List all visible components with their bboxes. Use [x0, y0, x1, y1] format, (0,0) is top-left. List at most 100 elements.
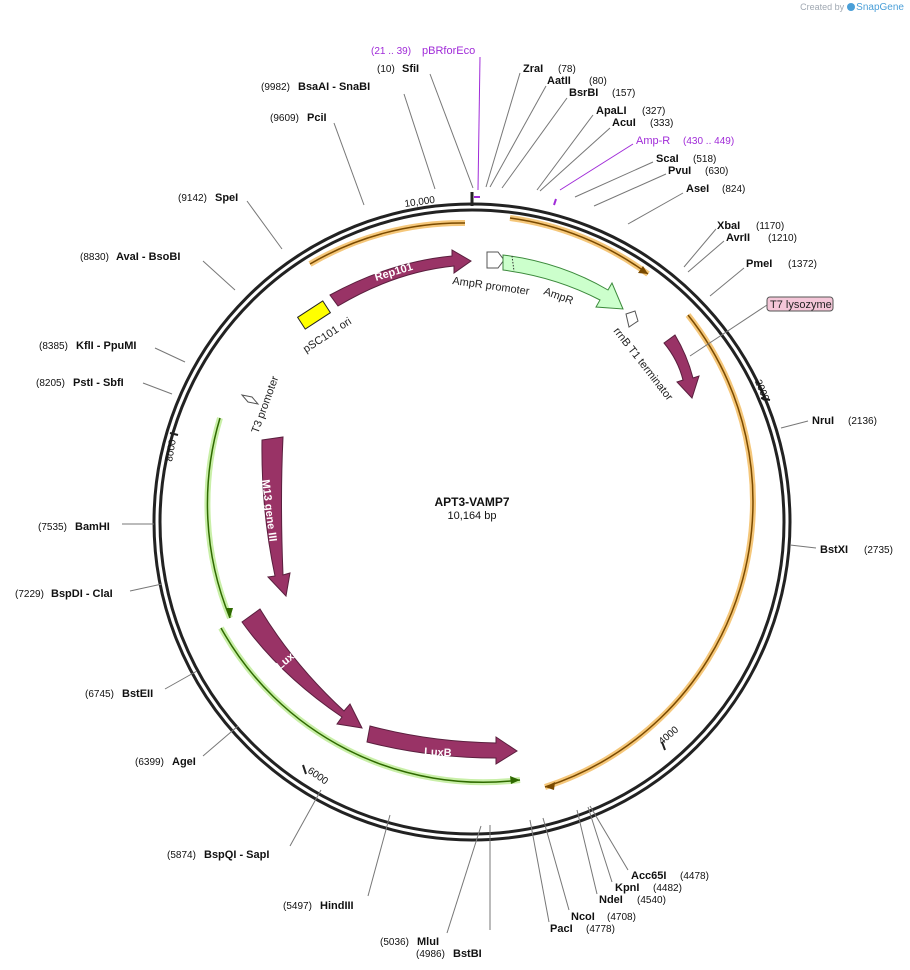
- orange-arrow-3: [545, 782, 555, 790]
- nrui-leader: [780, 420, 809, 429]
- rep101-label: Rep101: [373, 261, 414, 284]
- green-arrow-2: [510, 776, 520, 784]
- aatii-leader: [489, 85, 547, 188]
- site-nrui: NruI (2136): [780, 415, 877, 429]
- sfii-leader: [429, 73, 474, 189]
- spei-name: SpeI: [215, 192, 238, 204]
- xbai-name: XbaI: [717, 220, 740, 232]
- mlui-leader: [446, 825, 482, 934]
- ampr-promoter-arrow: [486, 251, 505, 269]
- ampr-promoter-label: AmpR promoter: [452, 275, 531, 298]
- rrnb-t1-arrow: [663, 334, 700, 399]
- bamhi-name: BamHI: [75, 521, 110, 533]
- tick-8000-mark: [169, 432, 179, 436]
- pvui-leader: [593, 173, 667, 207]
- aatii-pos: (80): [589, 76, 607, 87]
- bsaai-leader: [403, 93, 436, 190]
- aatii-name: AatII: [547, 75, 571, 87]
- site-sfii: (10) SfiI: [377, 63, 474, 189]
- psti-name: PstI - SbfI: [73, 377, 124, 389]
- amp-r-pos: (430 .. 449): [683, 136, 734, 147]
- bspdi-pos: (7229): [15, 589, 44, 600]
- zrai-leader: [485, 72, 521, 188]
- site-asei: AseI (824): [627, 183, 745, 225]
- green-arc-1-line: [206, 417, 231, 619]
- kfli-name: KflI - PpuMI: [76, 340, 137, 352]
- paci-leader: [529, 819, 550, 923]
- tick-10000: 10,000: [404, 195, 436, 210]
- orange-arrow-2: [638, 266, 648, 274]
- apali-leader: [536, 114, 594, 191]
- nrui-name: NruI: [812, 415, 834, 427]
- avrii-name: AvrII: [726, 232, 750, 244]
- xbai-pos: (1170): [756, 221, 784, 232]
- apali-name: ApaLI: [596, 105, 627, 117]
- bspdi-leader: [129, 583, 163, 592]
- t7-lysozyme-label: T7 lysozyme: [770, 299, 832, 311]
- asei-leader: [627, 192, 684, 225]
- site-bsteii: (6745) BstEII: [85, 670, 198, 700]
- ncoi-leader: [542, 817, 570, 911]
- scai-leader: [574, 161, 654, 198]
- bstxi-pos: (2735): [864, 545, 893, 556]
- ampr-arrow: [502, 254, 624, 310]
- acc65i-leader: [589, 805, 629, 871]
- avai-pos: (8830): [80, 252, 109, 263]
- orange-arc-3: [544, 313, 756, 790]
- pcii-pos: (9609): [270, 113, 299, 124]
- ndei-pos: (4540): [637, 895, 666, 906]
- psti-pos: (8205): [36, 378, 65, 389]
- avrii-pos: (1210): [768, 233, 797, 244]
- site-zrai: ZraI (78): [485, 63, 576, 188]
- tick-4000-mark: [661, 741, 666, 751]
- green-arc-2-line: [220, 627, 521, 783]
- scai-name: ScaI: [656, 153, 679, 165]
- acc65i-name: Acc65I: [631, 870, 666, 882]
- ndei-leader: [576, 809, 598, 895]
- bamhi-pos: (7535): [38, 522, 67, 533]
- tick-4000: 4000: [657, 724, 681, 747]
- luxb-label: LuxB: [424, 746, 452, 759]
- site-acui: AcuI (333): [539, 117, 673, 192]
- site-pmei: PmeI (1372): [709, 258, 817, 297]
- site-pvui: PvuI (630): [593, 165, 728, 207]
- zrai-pos: (78): [558, 64, 576, 75]
- tick-8000: 8000: [164, 438, 179, 462]
- site-bstxi: BstXI (2735): [789, 544, 893, 556]
- hindiii-name: HindIII: [320, 900, 354, 912]
- paci-pos: (4778): [586, 924, 615, 935]
- t7-lysozyme-box: [766, 296, 834, 312]
- luxb-arrow: [366, 725, 518, 765]
- bsaai-name: BsaAI - SnaBI: [298, 81, 370, 93]
- tick-2000-mark: [760, 397, 771, 401]
- site-aatii: AatII (80): [489, 75, 607, 188]
- acc65i-pos: (4478): [680, 871, 709, 882]
- t3-promoter-label: T3 promoter: [250, 374, 282, 435]
- pmei-pos: (1372): [788, 259, 817, 270]
- plasmid-size: 10,164 bp: [448, 510, 497, 522]
- bsteii-leader: [164, 670, 198, 690]
- acui-name: AcuI: [612, 117, 636, 129]
- bsrbi-leader: [501, 97, 568, 189]
- site-bspdi: (7229) BspDI - ClaI: [15, 583, 163, 600]
- site-avrii: AvrII (1210): [687, 232, 797, 273]
- agei-name: AgeI: [172, 756, 196, 768]
- pcii-name: PciI: [307, 112, 327, 124]
- mlui-name: MluI: [417, 936, 439, 948]
- bstbi-pos: (4986): [416, 949, 445, 960]
- ampr-label: AmpR: [542, 286, 575, 308]
- site-mlui: (5036) MluI: [380, 825, 482, 948]
- site-bspqi: (5874) BspQI - SapI: [167, 789, 322, 861]
- site-psti: (8205) PstI - SbfI: [36, 377, 173, 395]
- snapgene-logo-icon: [847, 3, 856, 11]
- bsrbi-pos: (157): [612, 88, 635, 99]
- t3-promoter-arrow: [240, 394, 260, 405]
- ndei-name: NdeI: [599, 894, 623, 906]
- credit-prefix: Created by: [800, 2, 845, 12]
- site-avai: (8830) AvaI - BsoBI: [80, 251, 236, 291]
- site-bsaai: (9982) BsaAI - SnaBI: [261, 81, 436, 190]
- kfli-leader: [154, 347, 186, 363]
- amp-r-name: Amp-R: [636, 135, 670, 147]
- sfii-name: SfiI: [402, 63, 419, 75]
